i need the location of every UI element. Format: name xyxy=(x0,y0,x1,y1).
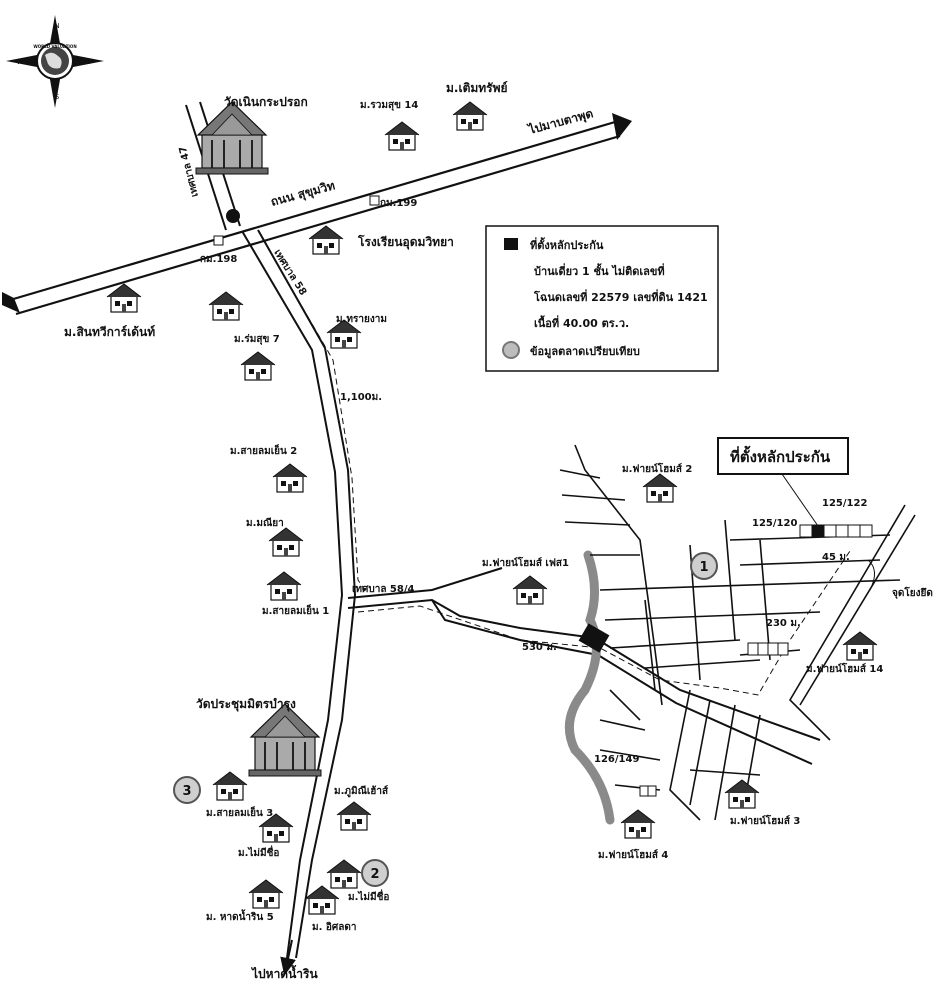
street-grid xyxy=(559,444,916,821)
compass-s: S xyxy=(55,93,60,101)
road-label-sukhumvit: ถนน สุขุมวิท xyxy=(269,178,337,210)
compass-w: W xyxy=(17,58,24,66)
label-sailom2: ม.สายลมเย็น 2 xyxy=(230,443,297,457)
label-fine3: ม.ฟายน์โฮมส์ 3 xyxy=(730,814,800,827)
arrow-south-icon xyxy=(280,939,296,976)
legend-site-label: ที่ตั้งหลักประกัน xyxy=(530,237,604,252)
label-sinthawee: ม.สินทวีการ์เด้นท์ xyxy=(64,325,155,339)
legend: ที่ตั้งหลักประกัน บ้านเดี่ยว 1 ชั้น ไม่ต… xyxy=(485,225,719,372)
legend-line4: เนื้อที่ 40.00 ตร.ว. xyxy=(534,315,629,330)
house-icon xyxy=(842,631,878,661)
temple-icon xyxy=(248,703,322,777)
house-icon xyxy=(620,809,656,839)
house-icon xyxy=(208,291,244,321)
svg-text:3: 3 xyxy=(182,784,191,799)
house-icon xyxy=(106,283,142,313)
plot-125-122: 125/122 xyxy=(822,498,867,509)
legend-line2: บ้านเดี่ยว 1 ชั้น ไม่ติดเลขที่ xyxy=(534,263,665,278)
house-icon xyxy=(272,463,308,493)
house-icon xyxy=(512,575,548,605)
house-icon xyxy=(304,885,340,915)
distance-45: 45 ม. xyxy=(822,552,850,563)
label-sailom3: ม.สายลมเย็น 3 xyxy=(206,805,273,819)
plot-126-149: 126/149 xyxy=(594,754,639,765)
plots xyxy=(639,524,873,797)
house-icon xyxy=(308,225,344,255)
label-maneeya: ม.มณียา xyxy=(246,517,284,529)
road-label-hat-nam-rin: ไปหาดน้ำริน xyxy=(250,964,318,981)
road-label-map-ta-phut: ไปมาบตาพุด xyxy=(525,105,595,138)
house-icon xyxy=(248,879,284,909)
label-nameless-b: ม.ไม่มีชื่อ xyxy=(348,889,389,903)
house-icon xyxy=(326,859,362,889)
market-marker-3: 3 xyxy=(173,776,201,804)
label-school: โรงเรียนอุดมวิทยา xyxy=(357,234,454,250)
ref-point-arrow xyxy=(867,559,875,591)
canal xyxy=(564,550,615,825)
plot-125-120: 125/120 xyxy=(752,518,797,529)
house-icon xyxy=(266,571,302,601)
label-ruamsuk14: ม.รวมสุข 14 xyxy=(360,100,418,111)
compass-globe-text: WORLD VALUATION xyxy=(33,44,76,49)
house-icon xyxy=(336,801,372,831)
road-label-soi-58-4: เทศบาล 58/4 xyxy=(352,584,414,595)
legend-line3: โฉนดเลขที่ 22579 เลขที่ดิน 1421 xyxy=(533,289,708,304)
distance-230: 230 ม. xyxy=(766,618,801,629)
market-marker-1: 1 xyxy=(690,552,718,580)
label-fine-phase1: ม.ฟายน์โฮมส์ เฟส1 xyxy=(482,556,569,569)
house-icon xyxy=(642,473,678,503)
distance-1100: 1,100ม. xyxy=(340,392,382,403)
legend-market-label: ข้อมูลตลาดเปรียบเทียบ xyxy=(530,345,640,359)
label-hatnamrin5: ม. หาดน้ำริน 5 xyxy=(206,909,274,923)
label-fine2: ม.ฟายน์โฮมส์ 2 xyxy=(622,462,692,475)
label-nameless-a: ม.ไม่มีชื่อ xyxy=(238,845,279,859)
label-fine14: ม.ฟายน์โฮมส์ 14 xyxy=(806,662,883,675)
market-marker-2: 2 xyxy=(361,859,389,887)
label-romsuk7: ม.ร่มสุข 7 xyxy=(234,333,280,345)
house-icon xyxy=(212,771,248,801)
legend-site-swatch xyxy=(504,238,518,250)
bridge-icon xyxy=(578,623,610,653)
traffic-light-icon xyxy=(226,209,240,223)
km-198-label: กม.198 xyxy=(200,254,237,265)
km-post-icon xyxy=(213,235,224,246)
label-isadda: ม. อิศลดา xyxy=(312,921,356,933)
site-callout-leader xyxy=(781,473,819,527)
house-icon xyxy=(384,121,420,151)
label-phumnee: ม.ภูมิณีเฮ้าส์ xyxy=(334,785,389,798)
label-sailom1: ม.สายลมเย็น 1 xyxy=(262,603,329,617)
temple-icon xyxy=(195,101,269,175)
site-callout-box xyxy=(717,437,849,475)
label-toemsap: ม.เติมทรัพย์ xyxy=(446,81,508,95)
road-soi-58-4 xyxy=(347,567,821,765)
arrow-west-icon xyxy=(2,292,20,313)
house-icon xyxy=(724,779,760,809)
svg-text:2: 2 xyxy=(370,867,379,882)
km-199-label: กม.199 xyxy=(380,198,417,209)
arrow-east-icon xyxy=(612,113,632,140)
label-wat-noen: วัดเนินกระปรอก xyxy=(224,95,308,109)
label-saingam: ม.ทรายงาม xyxy=(336,314,387,325)
house-icon xyxy=(452,101,488,131)
site-callout-title: ที่ตั้งหลักประกัน xyxy=(730,445,831,466)
label-fine4: ม.ฟายน์โฮมส์ 4 xyxy=(598,848,668,861)
ref-point-label: จุดโยงยึด xyxy=(892,586,933,599)
distance-530: 530 ม. xyxy=(522,642,557,653)
compass-n: N xyxy=(54,22,59,30)
house-icon xyxy=(240,351,276,381)
road-soi-58 xyxy=(241,229,357,959)
label-wat-prachum: วัดประชุมมิตรบำรุง xyxy=(196,697,296,712)
house-icon xyxy=(268,527,304,557)
compass-icon: WORLD VALUATION N S W E xyxy=(6,15,104,108)
km-post-icon xyxy=(369,195,380,206)
compass-e: E xyxy=(86,58,90,66)
route-dashed xyxy=(261,237,853,696)
svg-text:1: 1 xyxy=(699,560,708,575)
road-sukhumvit xyxy=(9,120,621,316)
legend-market-swatch xyxy=(502,341,520,359)
